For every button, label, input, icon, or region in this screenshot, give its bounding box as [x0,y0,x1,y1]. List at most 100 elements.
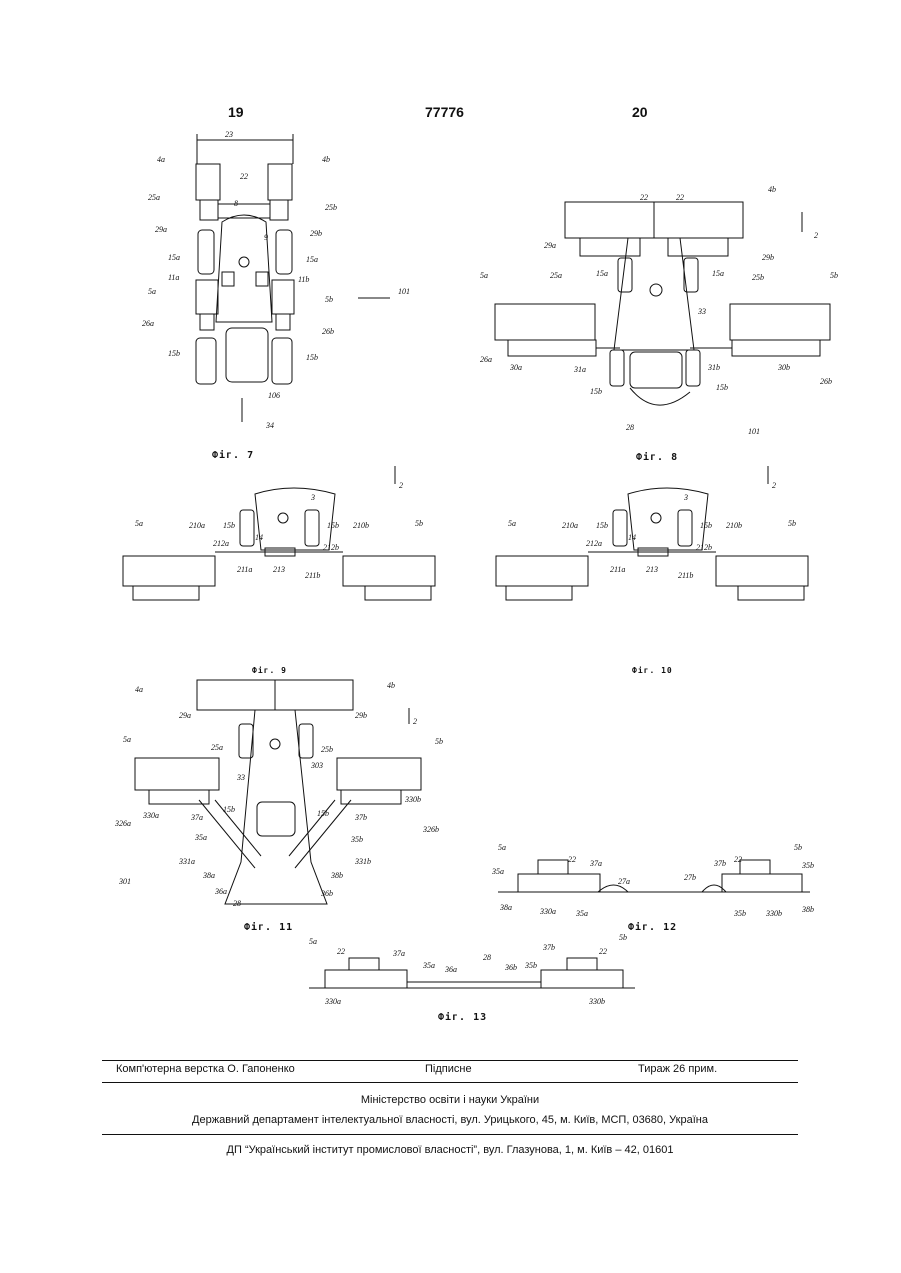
svg-text:106: 106 [268,391,280,400]
svg-text:23: 23 [225,130,233,139]
svg-text:212a: 212a [213,539,229,548]
figure-8-drawing: 22224b 229a29b 25a15a15a 25b5a5b 3326a30… [480,180,850,440]
svg-text:2: 2 [399,481,403,490]
svg-text:211b: 211b [305,571,320,580]
svg-text:35a: 35a [422,961,435,970]
svg-text:5a: 5a [148,287,156,296]
svg-text:5b: 5b [619,933,627,942]
svg-text:34: 34 [265,421,274,430]
institute-line: ДП “Український інститут промислової вла… [102,1144,798,1156]
svg-text:4a: 4a [135,685,143,694]
svg-text:330a: 330a [324,997,341,1006]
figure-11-caption: Фіг. 11 [244,922,293,933]
svg-text:31a: 31a [573,365,586,374]
svg-text:37b: 37b [542,943,555,952]
svg-text:101: 101 [398,287,410,296]
svg-text:212b: 212b [323,543,339,552]
svg-text:330a: 330a [142,811,159,820]
svg-text:22: 22 [337,947,345,956]
svg-text:29b: 29b [355,711,367,720]
svg-text:35b: 35b [524,961,537,970]
svg-text:330b: 330b [404,795,421,804]
svg-text:26b: 26b [322,327,334,336]
svg-text:29b: 29b [762,253,774,262]
svg-text:101: 101 [748,427,760,436]
svg-text:15a: 15a [306,255,318,264]
svg-text:25a: 25a [148,193,160,202]
footer-rule-bottom [102,1134,798,1135]
svg-text:11b: 11b [298,275,309,284]
svg-text:4b: 4b [768,185,776,194]
svg-text:22: 22 [568,855,576,864]
svg-text:15b: 15b [223,805,235,814]
svg-text:37a: 37a [392,949,405,958]
svg-text:29b: 29b [310,229,322,238]
svg-text:28: 28 [483,953,491,962]
svg-text:33: 33 [236,773,245,782]
svg-text:37b: 37b [713,859,726,868]
typesetting-credit: Комп'ютерна верстка О. Гапоненко [116,1063,295,1075]
svg-text:2: 2 [413,717,417,726]
svg-text:5a: 5a [309,937,317,946]
svg-text:5a: 5a [508,519,516,528]
svg-text:212b: 212b [696,543,712,552]
svg-text:211a: 211a [610,565,625,574]
svg-text:2: 2 [814,231,818,240]
svg-text:37a: 37a [589,859,602,868]
svg-text:36a: 36a [214,887,227,896]
svg-text:211b: 211b [678,571,693,580]
svg-text:210b: 210b [726,521,742,530]
svg-text:301: 301 [118,877,131,886]
svg-text:25a: 25a [211,743,223,752]
footer-rule-middle [102,1082,798,1083]
figure-10-drawing: 235a 5b15b15b 210a210b212a 212b14211a 21… [488,458,833,608]
svg-text:38a: 38a [202,871,215,880]
svg-text:15b: 15b [223,521,235,530]
svg-text:26a: 26a [142,319,154,328]
figure-13-drawing: 5a2237a 2837b22 5b35a36a 36b35b330a 330b [305,932,645,1008]
svg-text:15b: 15b [700,521,712,530]
svg-text:3: 3 [310,493,315,502]
figure-9-drawing: 235a 5b15b15b 210a210b212a 212b14211a 21… [115,458,460,608]
svg-text:330b: 330b [588,997,605,1006]
svg-text:26a: 26a [480,355,492,364]
right-page-number: 20 [632,104,648,120]
svg-text:38a: 38a [499,903,512,912]
svg-text:35a: 35a [194,833,207,842]
svg-text:4b: 4b [387,681,395,690]
left-page-number: 19 [228,104,244,120]
svg-text:25b: 25b [321,745,333,754]
figure-12-drawing: 5a2237a 5b2237b 35b35a27a 27b38a330a 35a… [488,838,818,924]
svg-text:28: 28 [626,423,634,432]
svg-text:5b: 5b [794,843,802,852]
svg-text:35b: 35b [350,835,363,844]
svg-text:211a: 211a [237,565,252,574]
svg-text:14: 14 [628,533,636,542]
ministry-line: Міністерство освіти і науки України [102,1094,798,1106]
figure-13-caption: Фіг. 13 [438,1012,487,1023]
svg-text:22: 22 [676,193,684,202]
svg-text:331b: 331b [354,857,371,866]
svg-text:15a: 15a [596,269,608,278]
svg-text:15b: 15b [716,383,728,392]
svg-text:330a: 330a [539,907,556,916]
svg-text:29a: 29a [155,225,167,234]
footer-rule-top [102,1060,798,1061]
svg-text:27a: 27a [618,877,630,886]
svg-text:25b: 25b [325,203,337,212]
svg-text:22: 22 [599,947,607,956]
svg-text:212a: 212a [586,539,602,548]
svg-text:27b: 27b [684,873,696,882]
subscription-note: Підписне [425,1063,472,1075]
svg-text:9: 9 [264,233,268,242]
svg-text:326a: 326a [114,819,131,828]
figure-11-drawing: 4a4b29a 29b225a 25b5a5b 3033315b 15b326a… [115,672,445,912]
svg-text:5a: 5a [498,843,506,852]
svg-text:5a: 5a [135,519,143,528]
figure-10-caption: Фіг. 10 [632,666,673,675]
svg-text:33: 33 [697,307,706,316]
svg-text:37a: 37a [190,813,203,822]
svg-text:5b: 5b [415,519,423,528]
svg-text:8: 8 [234,199,238,208]
patent-number: 77776 [425,104,464,120]
